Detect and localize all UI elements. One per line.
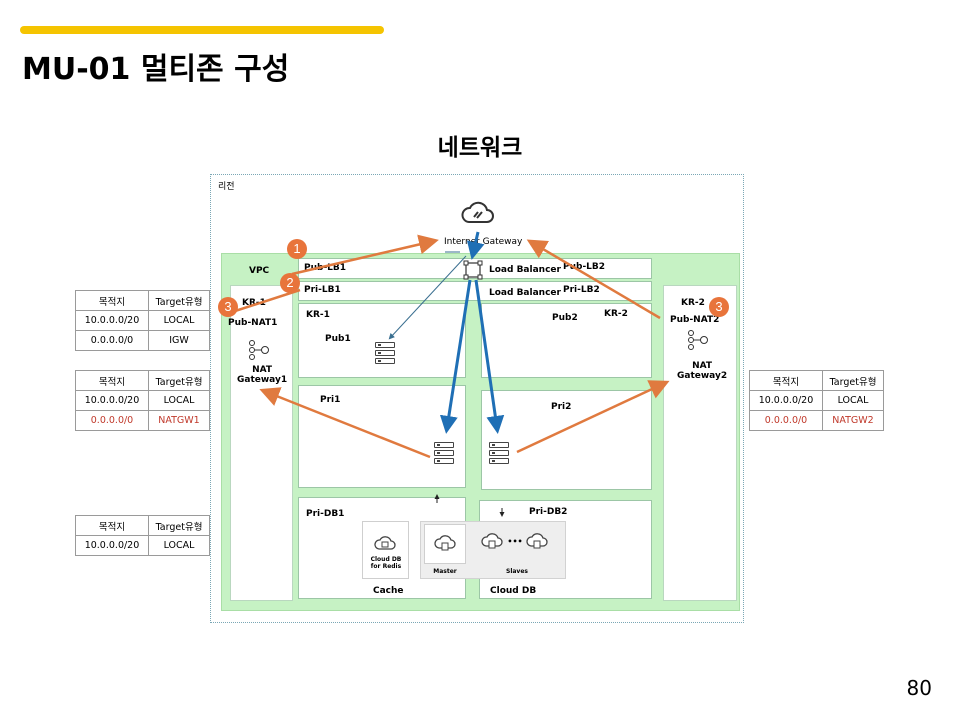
redis-cloud-icon	[374, 536, 396, 550]
pri1-label: Pri1	[320, 395, 341, 405]
step-badge-2: 2	[280, 273, 300, 293]
kr1-inner-label: KR-1	[306, 310, 330, 320]
pri-db2-label: Pri-DB2	[529, 507, 568, 517]
load-balancer-label-1: Load Balancer	[489, 265, 561, 275]
pri2-label: Pri2	[551, 402, 572, 412]
table-cell: NATGW2	[822, 410, 884, 431]
master-card	[424, 524, 466, 564]
table-header-target: Target유형	[148, 290, 210, 311]
table-cell: LOCAL	[148, 535, 210, 556]
nat-gateway1-label: NAT Gateway1	[237, 365, 288, 385]
table-cell: 10.0.0.0/20	[749, 390, 823, 411]
table-header-target: Target유형	[822, 370, 884, 391]
step-badge-3-right: 3	[709, 297, 729, 317]
table-cell: 10.0.0.0/20	[75, 535, 149, 556]
pub-lb2-label: Pub-LB2	[563, 262, 606, 272]
internet-gateway-label: Internet Gateway	[444, 237, 523, 247]
table-cell: 10.0.0.0/20	[75, 390, 149, 411]
table-header-destination: 목적지	[75, 515, 149, 536]
slaves-label: Slaves	[506, 568, 528, 575]
kr1-left-label: KR-1	[242, 298, 266, 308]
cloud-db-label: Cloud DB	[490, 586, 537, 596]
table-cell: LOCAL	[148, 390, 210, 411]
pub-nat1-label: Pub-NAT1	[228, 318, 278, 328]
title-accent-bar	[20, 26, 384, 34]
master-label: Master	[433, 568, 457, 575]
vpc-label: VPC	[249, 266, 270, 276]
redis-label: Cloud DB for Redis	[370, 556, 402, 570]
pub1-label: Pub1	[325, 334, 351, 344]
table-header-target: Target유형	[148, 370, 210, 391]
load-balancer-label-2: Load Balancer	[489, 288, 561, 298]
pri-lb1-label: Pri-LB1	[304, 285, 341, 295]
slave-db-icon-1	[481, 533, 503, 549]
pub-nat2-label: Pub-NAT2	[670, 315, 720, 325]
slide-title: MU-01 멀티존 구성	[22, 52, 290, 87]
pub2-label: Pub2	[552, 313, 578, 323]
cloud-icon	[461, 201, 494, 223]
page-number: 80	[906, 676, 932, 700]
kr2-inner-label: KR-2	[604, 309, 628, 319]
table-cell: LOCAL	[822, 390, 884, 411]
table-header-destination: 목적지	[75, 370, 149, 391]
table-cell: 10.0.0.0/20	[75, 310, 149, 331]
kr2-right-label: KR-2	[681, 298, 705, 308]
server-icon-pri2	[489, 442, 509, 466]
slaves-ellipsis: •••	[507, 537, 523, 546]
pub-lb1-label: Pub-LB1	[304, 263, 347, 273]
pri-db1-label: Pri-DB1	[306, 509, 345, 519]
table-cell: LOCAL	[148, 310, 210, 331]
az-kr1-nat	[230, 285, 293, 601]
table-header-target: Target유형	[148, 515, 210, 536]
table-cell: IGW	[148, 330, 210, 351]
nat-gateway1-icon	[249, 340, 269, 360]
table-cell: 0.0.0.0/0	[75, 330, 149, 351]
table-header-destination: 목적지	[75, 290, 149, 311]
pri-lb2-label: Pri-LB2	[563, 285, 600, 295]
step-badge-1: 1	[287, 239, 307, 259]
redis-card	[362, 521, 409, 579]
table-header-destination: 목적지	[749, 370, 823, 391]
server-icon-pub1	[375, 342, 395, 366]
master-db-icon	[434, 535, 456, 551]
diagram-title: 네트워크	[437, 135, 523, 161]
nat-gateway2-icon	[688, 330, 708, 350]
table-cell: NATGW1	[148, 410, 210, 431]
step-badge-3-left: 3	[218, 297, 238, 317]
slave-db-icon-2	[526, 533, 548, 549]
table-cell: 0.0.0.0/0	[749, 410, 823, 431]
load-balancer-icon	[463, 260, 483, 280]
region-label: 리전	[218, 182, 235, 192]
table-cell: 0.0.0.0/0	[75, 410, 149, 431]
subnet-pub1	[298, 303, 466, 378]
cache-label: Cache	[373, 586, 404, 596]
nat-gateway2-label: NAT Gateway2	[677, 361, 728, 381]
server-icon-pri1	[434, 442, 454, 466]
